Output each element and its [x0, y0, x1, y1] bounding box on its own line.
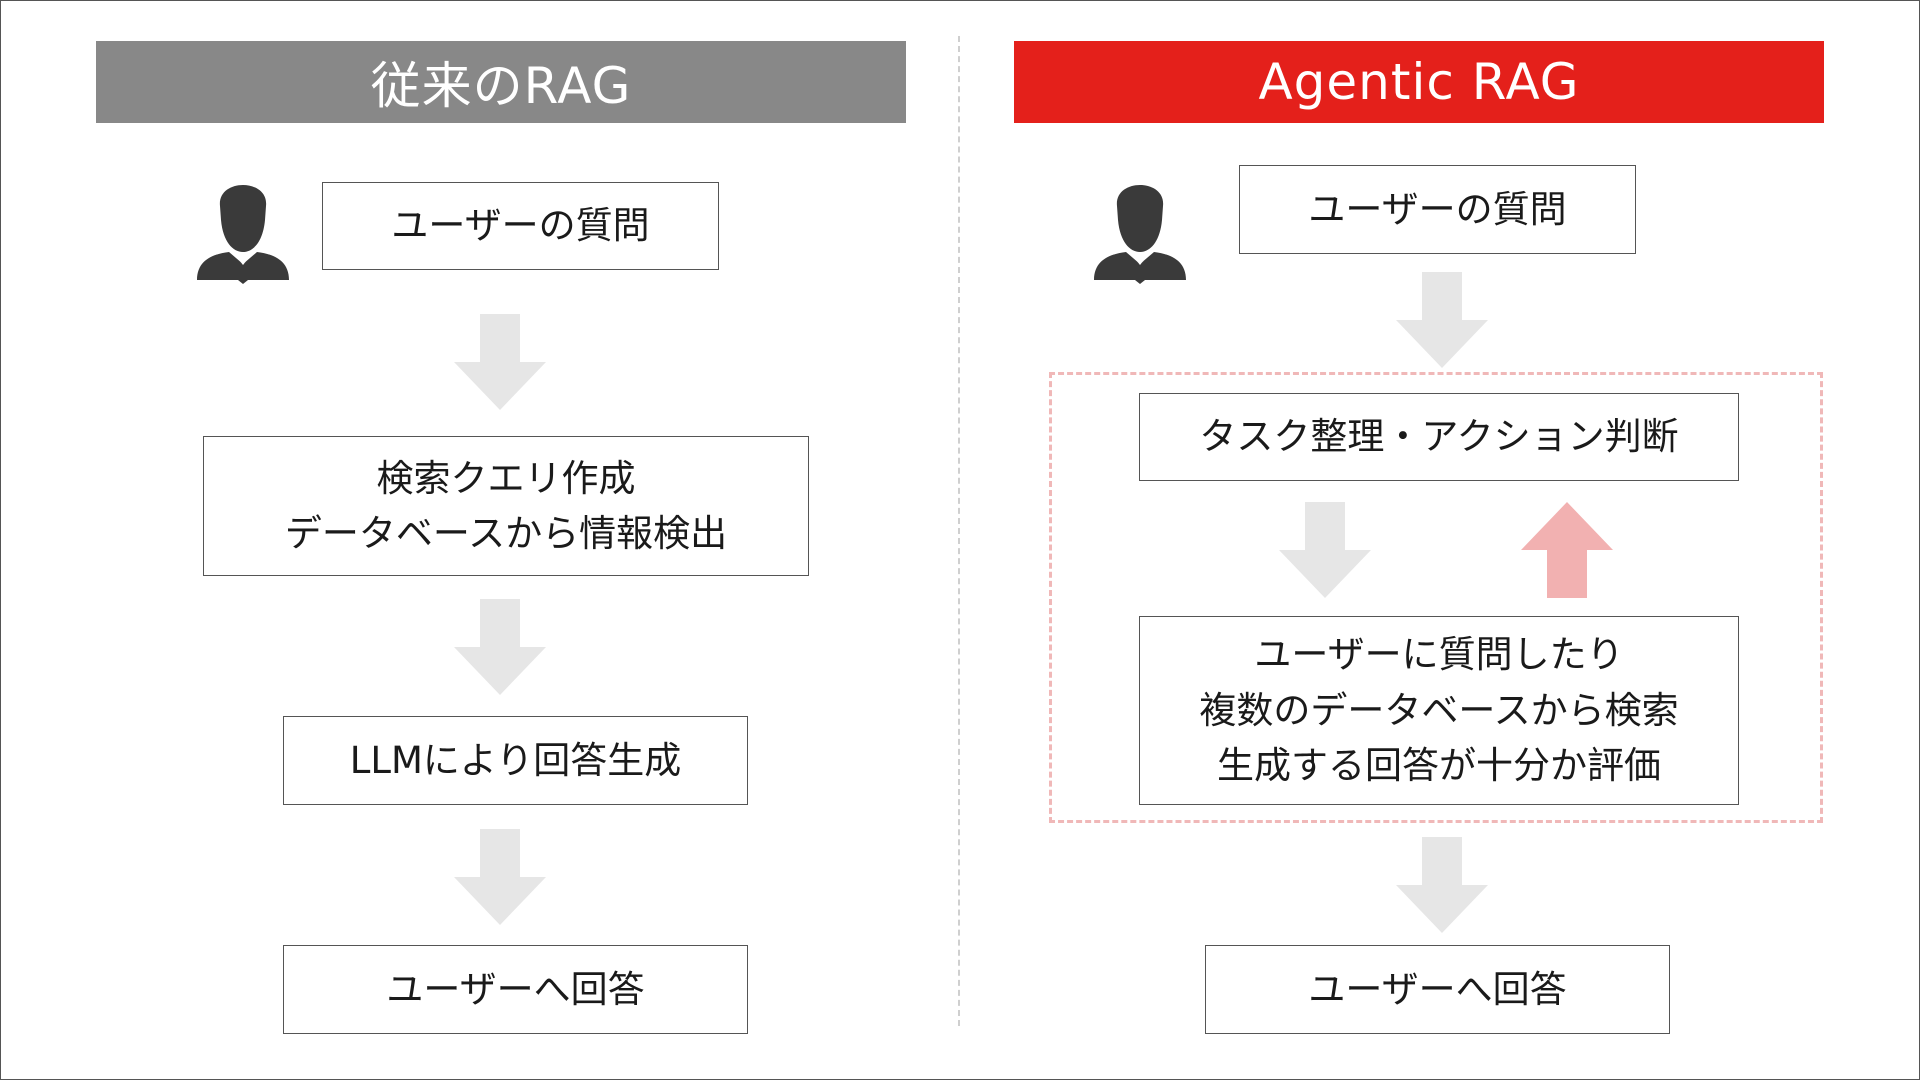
- arrow-up-icon: [1521, 502, 1613, 598]
- column-divider: [958, 36, 960, 1026]
- agentic-loop-group: [1049, 372, 1823, 823]
- agentic-user-question-box: ユーザーの質問: [1239, 165, 1636, 254]
- agentic-action-line-1: ユーザーに質問したり: [1254, 633, 1624, 677]
- arrow-down-icon: [454, 829, 546, 925]
- trad-user-question-box: ユーザーの質問: [322, 182, 719, 270]
- trad-generate-box: LLMにより回答生成: [283, 716, 748, 805]
- agentic-answer-box: ユーザーへ回答: [1205, 945, 1670, 1034]
- agentic-action-line-3: 生成する回答が十分か評価: [1217, 744, 1661, 788]
- agentic-rag-title: Agentic RAG: [1258, 53, 1580, 111]
- trad-search-box: 検索クエリ作成 データベースから情報検出: [203, 436, 809, 576]
- traditional-rag-title: 従来のRAG: [370, 57, 632, 115]
- trad-answer-box: ユーザーへ回答: [283, 945, 748, 1034]
- businessman-silhouette-icon: [1094, 185, 1186, 284]
- agentic-rag-header: Agentic RAG: [1014, 41, 1824, 123]
- agentic-answer-text: ユーザーへ回答: [1308, 967, 1567, 1011]
- agentic-action-box: ユーザーに質問したり 複数のデータベースから検索 生成する回答が十分か評価: [1139, 616, 1739, 805]
- agentic-task-box: タスク整理・アクション判断: [1139, 393, 1739, 481]
- trad-user-question-text: ユーザーの質問: [391, 204, 650, 248]
- agentic-task-text: タスク整理・アクション判断: [1199, 415, 1679, 459]
- businessman-silhouette-icon: [197, 185, 289, 284]
- arrow-down-icon: [1396, 837, 1488, 933]
- arrow-down-icon: [454, 314, 546, 410]
- trad-answer-text: ユーザーへ回答: [386, 967, 645, 1011]
- trad-search-line-2: データベースから情報検出: [284, 512, 728, 555]
- trad-generate-text: LLMにより回答生成: [349, 738, 682, 782]
- trad-search-line-1: 検索クエリ作成: [376, 456, 636, 500]
- arrow-down-icon: [1396, 272, 1488, 368]
- agentic-user-question-text: ユーザーの質問: [1308, 187, 1567, 231]
- arrow-down-icon: [454, 599, 546, 695]
- traditional-rag-header: 従来のRAG: [96, 41, 906, 123]
- agentic-action-line-2: 複数のデータベースから検索: [1199, 688, 1679, 732]
- arrow-down-icon: [1279, 502, 1371, 598]
